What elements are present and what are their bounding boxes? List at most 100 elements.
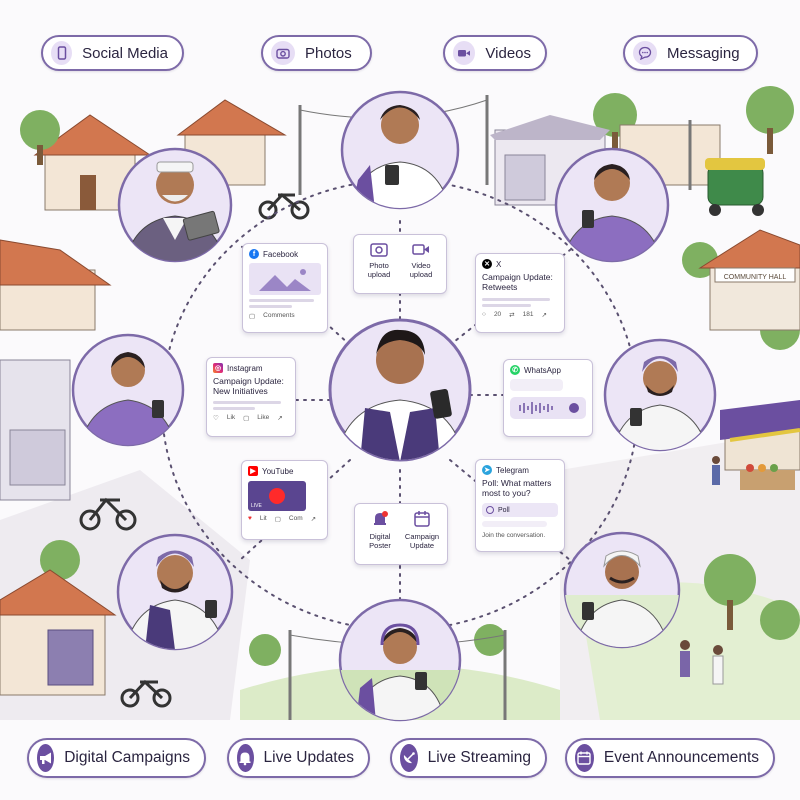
digital-poster-item: Digital Poster [362, 510, 398, 558]
pill-label: Messaging [667, 44, 740, 62]
pill-videos[interactable]: Videos [443, 35, 547, 71]
reply-count: 20 [493, 311, 502, 318]
pill-event-announcements[interactable]: Event Announcements [565, 738, 775, 778]
whatsapp-card: ✆ WhatsApp [503, 359, 593, 437]
facebook-icon: f [249, 249, 259, 259]
campaign-update-item: Campaign Update [404, 510, 440, 558]
video-upload-item: Video upload [403, 241, 439, 287]
heart-icon: ♡ [213, 415, 219, 422]
house-bottom-left [0, 569, 117, 696]
pill-messaging[interactable]: Messaging [623, 35, 758, 71]
like-action: Lik [226, 414, 236, 421]
card-platform-name: WhatsApp [524, 365, 561, 375]
pill-photos[interactable]: Photos [261, 35, 372, 71]
youtube-card: ▶ YouTube LIVE ♥ Lit ▢ Com ↗ [241, 460, 328, 540]
video-upload-label: Video upload [409, 261, 433, 279]
video-camera-icon [453, 41, 476, 65]
bell-icon [237, 744, 254, 772]
person-woman-saree-right [554, 147, 670, 263]
person-sikh-man-right [603, 338, 717, 452]
retweet-count: 181 [522, 311, 534, 318]
house-top-left [33, 99, 287, 211]
people-in-field [680, 456, 724, 685]
community-hall: COMMUNITY HALL [698, 229, 800, 331]
comment-icon: ▢ [243, 415, 250, 422]
card-platform-name: Instagram [227, 363, 263, 373]
instagram-card: ◎Instagram Campaign Update: New Initiati… [206, 357, 296, 437]
pill-label: Photos [305, 44, 352, 62]
calendar-icon [414, 511, 430, 527]
bell-notification-icon [374, 511, 388, 525]
play-icon [269, 488, 285, 504]
pill-label: Digital Campaigns [64, 749, 190, 766]
telegram-card: ➤ Telegram Poll: What matters most to you… [475, 459, 565, 552]
video-camera-icon [412, 244, 429, 255]
person-student-bottom [338, 598, 462, 722]
share-icon: ↗ [310, 516, 317, 523]
pill-label: Social Media [82, 44, 168, 62]
community-hall-sign: COMMUNITY HALL [724, 274, 787, 281]
card-platform-name: YouTube [262, 466, 294, 476]
person-sikh-man-left [116, 533, 234, 651]
digital-poster-label: Digital Poster [369, 532, 391, 550]
photo-upload-item: Photo upload [361, 241, 397, 287]
shop-left [0, 359, 71, 501]
pill-digital-campaigns[interactable]: Digital Campaigns [27, 738, 206, 778]
pill-label: Live Updates [263, 749, 354, 766]
card-platform-name: Facebook [263, 249, 299, 259]
video-thumbnail: LIVE [248, 481, 306, 511]
poster-update-card: Digital Poster Campaign Update [354, 503, 448, 565]
person-farmer-right [563, 531, 681, 649]
calendar-icon [575, 744, 594, 772]
telegram-footer: Join the conversation. [482, 532, 546, 539]
chat-bubble-icon [633, 41, 657, 65]
pill-social-media[interactable]: Social Media [41, 35, 184, 71]
reply-icon: ○ [482, 311, 486, 318]
campaign-update-label: Campaign Update [404, 532, 440, 550]
youtube-icon: ▶ [248, 466, 258, 476]
person-central-man [328, 318, 472, 462]
whatsapp-icon: ✆ [510, 365, 520, 375]
motorcycles [79, 192, 310, 708]
card-footer: Comments [263, 312, 295, 319]
house-left [0, 239, 112, 331]
pill-label: Videos [485, 44, 531, 62]
camera-icon [271, 41, 295, 65]
camera-icon [370, 243, 388, 257]
voice-message-icon [510, 397, 586, 419]
telegram-icon: ➤ [482, 465, 492, 475]
person-young-woman-top [340, 90, 460, 210]
media-upload-card: Photo upload Video upload [353, 234, 447, 294]
pill-label: Live Streaming [427, 749, 531, 766]
auto-rickshaw [705, 158, 765, 216]
photo-upload-label: Photo upload [367, 261, 391, 279]
card-platform-name: Telegram [496, 465, 529, 475]
poll-option-label: Poll [498, 506, 510, 514]
retweet-icon: ⇄ [509, 312, 515, 319]
satellite-dish-icon [400, 744, 418, 772]
megaphone-icon [37, 744, 55, 772]
comment-icon: ▢ [274, 516, 281, 523]
instagram-icon: ◎ [213, 363, 223, 373]
telegram-poll-question: Poll: What matters most to you? [482, 478, 552, 498]
heart-icon: ♥ [248, 515, 252, 522]
comment-action: Com [288, 515, 303, 522]
x-post-title: Campaign Update: Retweets [482, 272, 553, 292]
share-icon: ↗ [277, 415, 283, 422]
person-elder-man-tablet [117, 147, 233, 263]
radio-icon [486, 506, 494, 514]
x-logo-icon: ✕ [482, 259, 492, 269]
live-badge: LIVE [251, 503, 262, 509]
like-action: Lit [259, 515, 267, 522]
share-icon: ↗ [541, 312, 547, 319]
pill-live-updates[interactable]: Live Updates [227, 738, 370, 778]
pill-live-streaming[interactable]: Live Streaming [390, 738, 547, 778]
poll-option[interactable]: Poll [482, 503, 558, 517]
pill-label: Event Announcements [603, 749, 759, 766]
card-platform-name: X [496, 259, 502, 269]
like-action-2: Like [257, 414, 270, 421]
person-woman-saree-left [71, 333, 185, 447]
